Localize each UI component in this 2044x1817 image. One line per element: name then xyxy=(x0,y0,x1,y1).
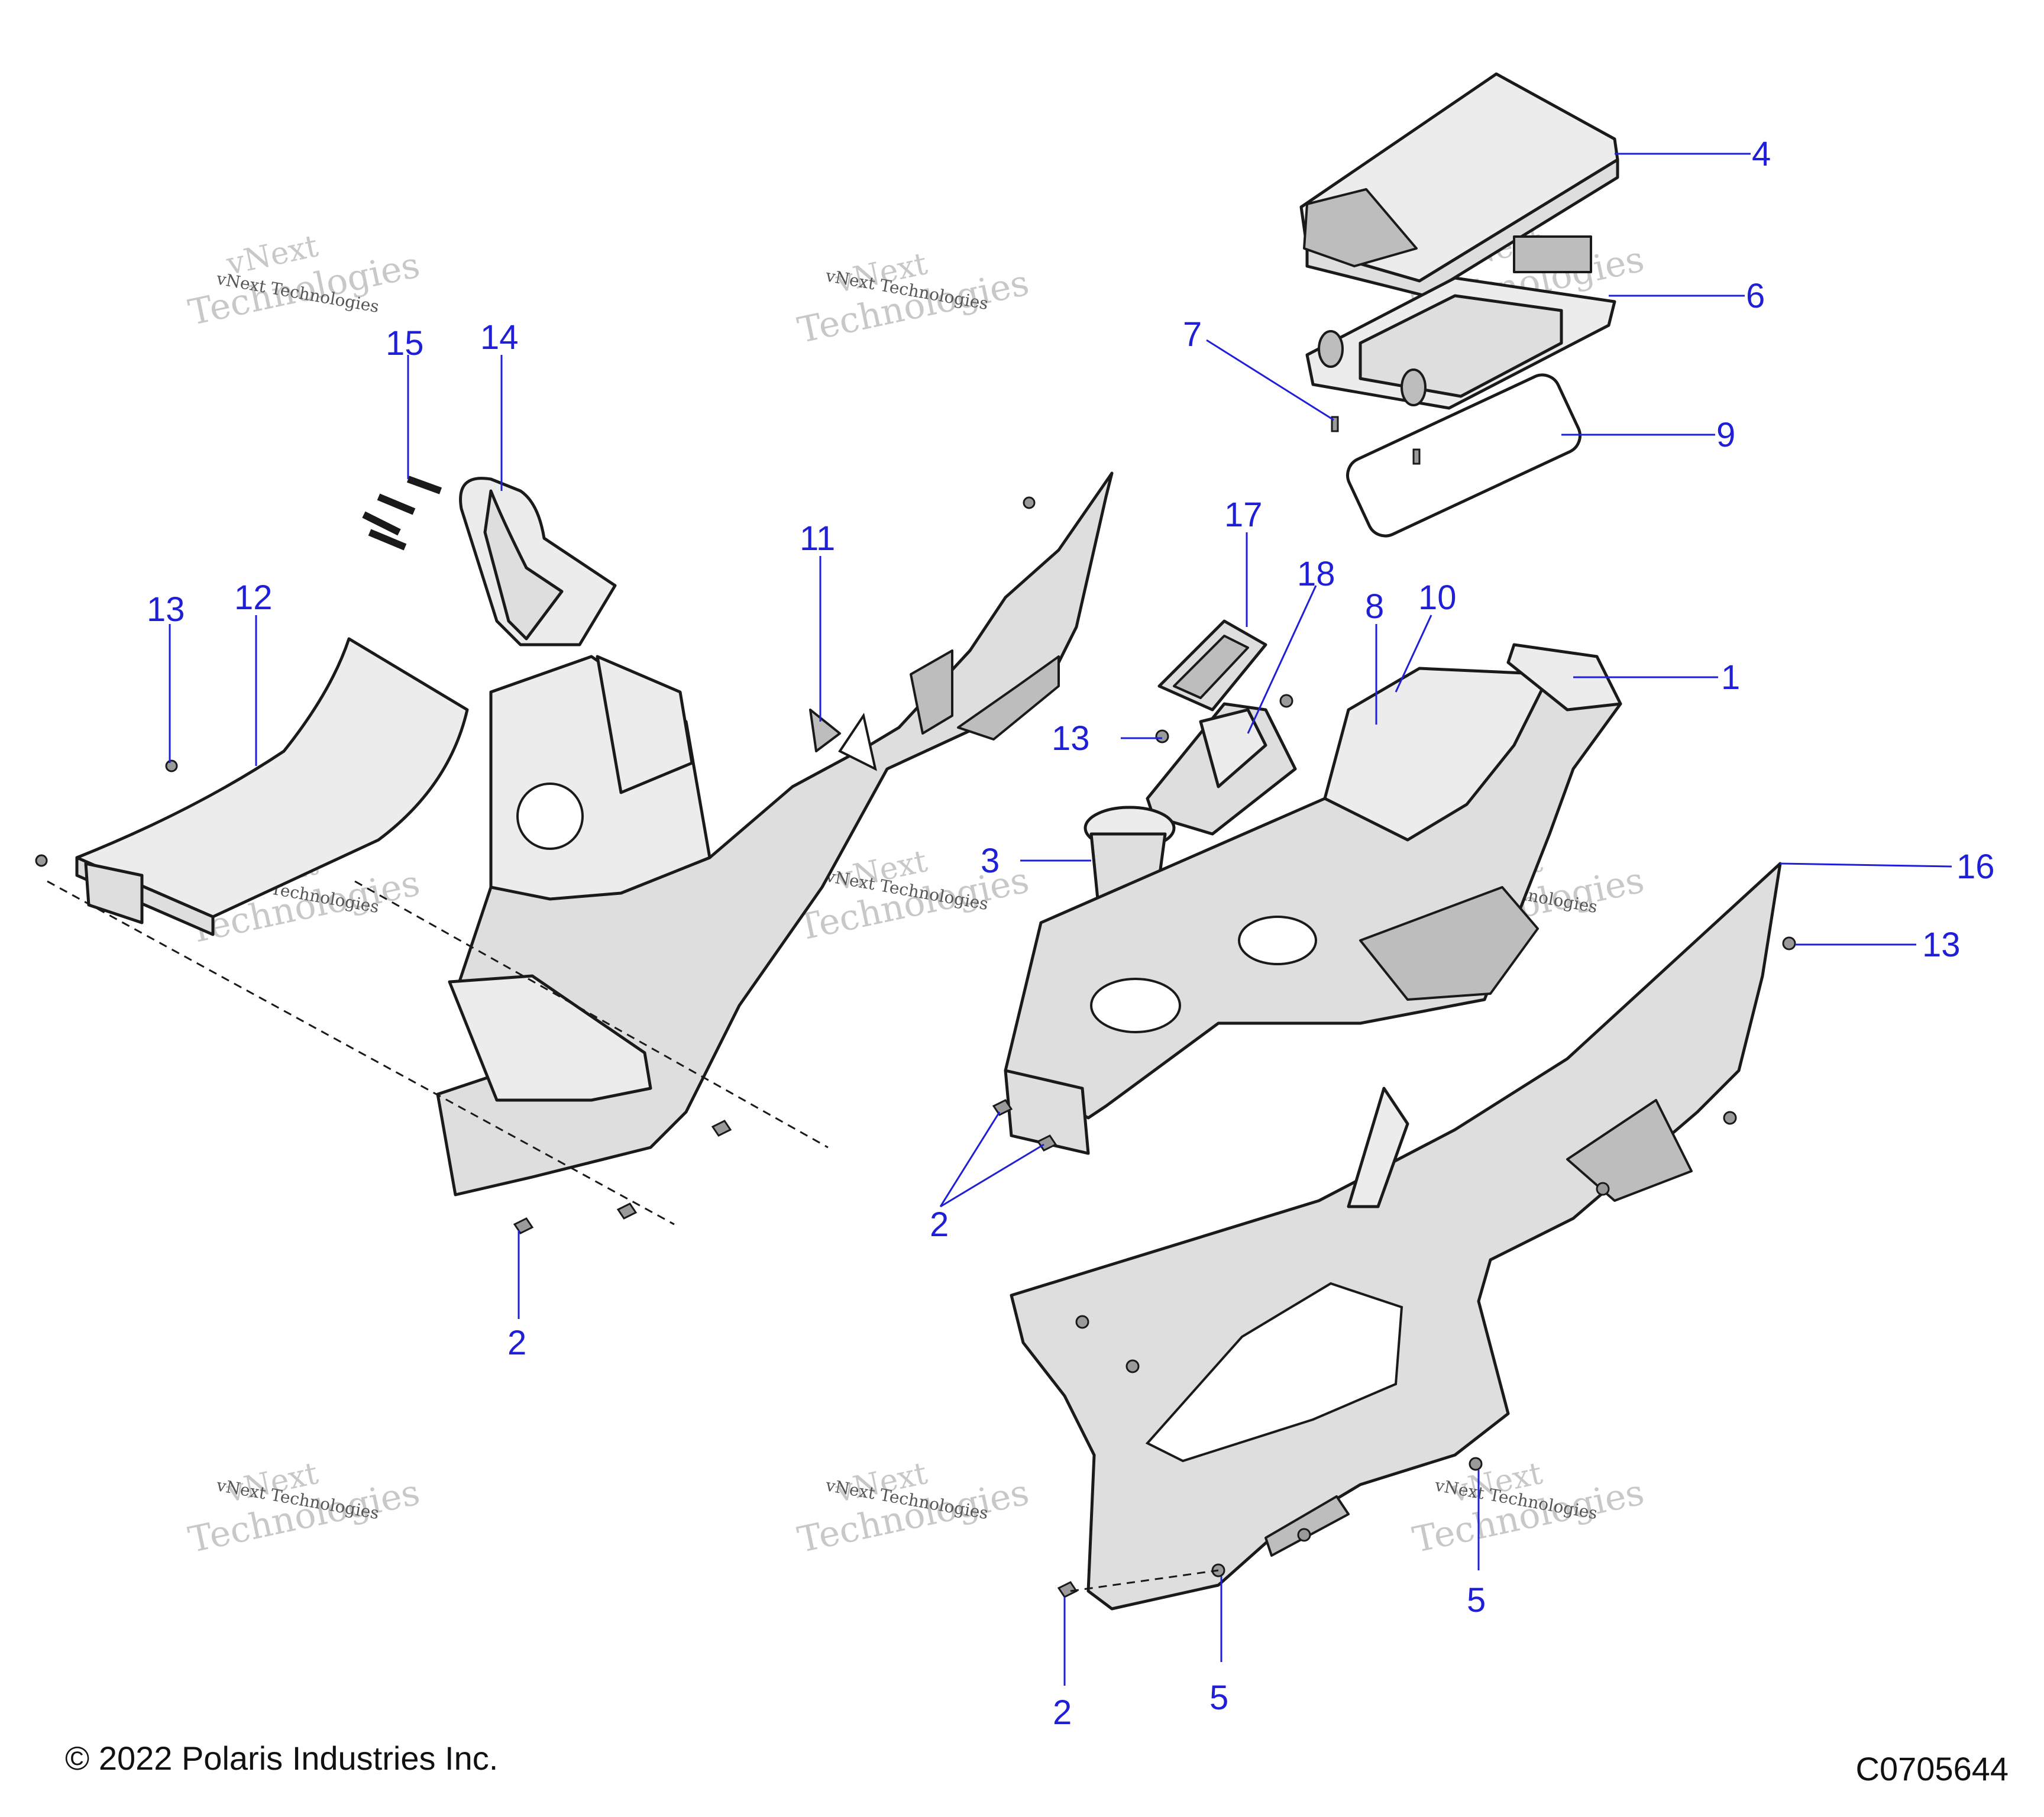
diagram-code: C0705644 xyxy=(1855,1750,2009,1787)
callout-3: 3 xyxy=(981,842,1000,880)
callout-9: 9 xyxy=(1716,416,1735,454)
alignment-lines xyxy=(47,880,829,1226)
part-12-shelf xyxy=(75,637,469,936)
part-11-left-console-panel xyxy=(436,471,1114,1197)
part-16-right-console-panel xyxy=(1010,862,1782,1611)
callout-2-bottom: 2 xyxy=(1053,1693,1072,1732)
part-2-clips-right xyxy=(992,1099,1078,1598)
part-15-bolts xyxy=(362,476,442,551)
callout-11: 11 xyxy=(800,519,835,558)
part-1-center-console xyxy=(1004,643,1622,1155)
callout-10: 10 xyxy=(1418,578,1457,617)
callout-16: 16 xyxy=(1956,848,1995,886)
part-14-grab-handle xyxy=(459,477,617,646)
callout-18: 18 xyxy=(1297,555,1335,593)
rivet-alignment-line xyxy=(1070,1569,1219,1592)
part-7-screws xyxy=(1331,416,1421,465)
part-17-shift-boot xyxy=(1157,619,1267,712)
callout-1: 1 xyxy=(1721,658,1740,697)
callout-6: 6 xyxy=(1746,277,1765,315)
copyright-text: © 2022 Polaris Industries Inc. xyxy=(65,1740,499,1777)
callout-5-left: 5 xyxy=(1209,1679,1228,1717)
part-13-screws-right xyxy=(1075,694,1796,1373)
part-4-console-lid xyxy=(1299,72,1619,298)
callout-17: 17 xyxy=(1224,496,1263,534)
callout-7: 7 xyxy=(1183,315,1202,354)
callout-2-left: 2 xyxy=(507,1324,526,1362)
callout-5-right: 5 xyxy=(1467,1581,1486,1619)
part-9-gasket xyxy=(1346,373,1581,538)
part-18-shift-bezel xyxy=(1146,702,1297,836)
callout-13-center: 13 xyxy=(1052,719,1090,758)
callout-13-left: 13 xyxy=(147,590,185,629)
part-2-clips-left xyxy=(35,496,1036,1234)
callout-15: 15 xyxy=(386,324,424,363)
callout-13-right: 13 xyxy=(1922,926,1961,964)
callout-14: 14 xyxy=(480,318,519,357)
callout-2-center: 2 xyxy=(930,1205,949,1244)
watermark-1: vNext Technologies xyxy=(185,228,423,334)
callout-8: 8 xyxy=(1365,587,1384,626)
callout-12: 12 xyxy=(234,578,273,617)
part-6-storage-bin xyxy=(1305,235,1616,410)
callout-4: 4 xyxy=(1752,135,1771,173)
callout-group: 4 6 7 9 15 14 11 17 18 8 10 1 13 12 13 3 xyxy=(147,135,1995,1732)
